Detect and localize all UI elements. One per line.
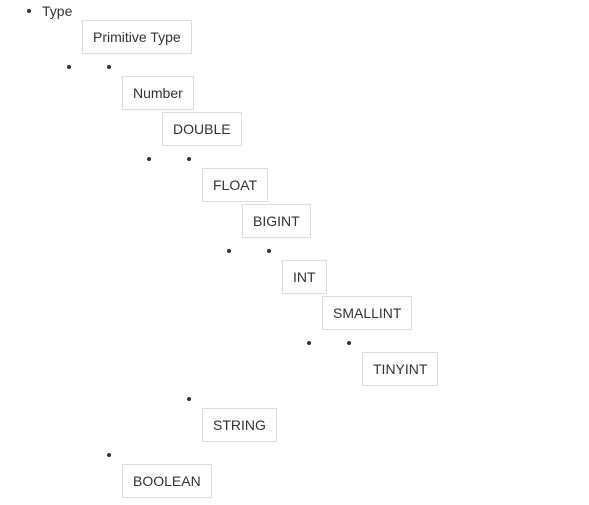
node-double: DOUBLE [162, 112, 242, 146]
list-bullet [267, 249, 271, 253]
node-number: Number [122, 76, 194, 110]
list-bullet [227, 249, 231, 253]
node-bigint: BIGINT [242, 204, 311, 238]
list-bullet [107, 65, 111, 69]
node-int: INT [282, 260, 327, 294]
node-primitive-type: Primitive Type [82, 20, 192, 54]
list-bullet [67, 65, 71, 69]
node-float: FLOAT [202, 168, 269, 202]
node-string: STRING [202, 408, 277, 442]
list-bullet [187, 397, 191, 401]
list-bullet [147, 157, 151, 161]
list-bullet [107, 453, 111, 457]
list-bullet [347, 341, 351, 345]
node-boolean: BOOLEAN [122, 464, 212, 498]
node-tinyint: TINYINT [362, 352, 439, 386]
list-bullet [307, 341, 311, 345]
root-type-label: Type [42, 3, 73, 19]
node-smallint: SMALLINT [322, 296, 413, 330]
list-bullet [187, 157, 191, 161]
list-bullet [27, 9, 31, 13]
